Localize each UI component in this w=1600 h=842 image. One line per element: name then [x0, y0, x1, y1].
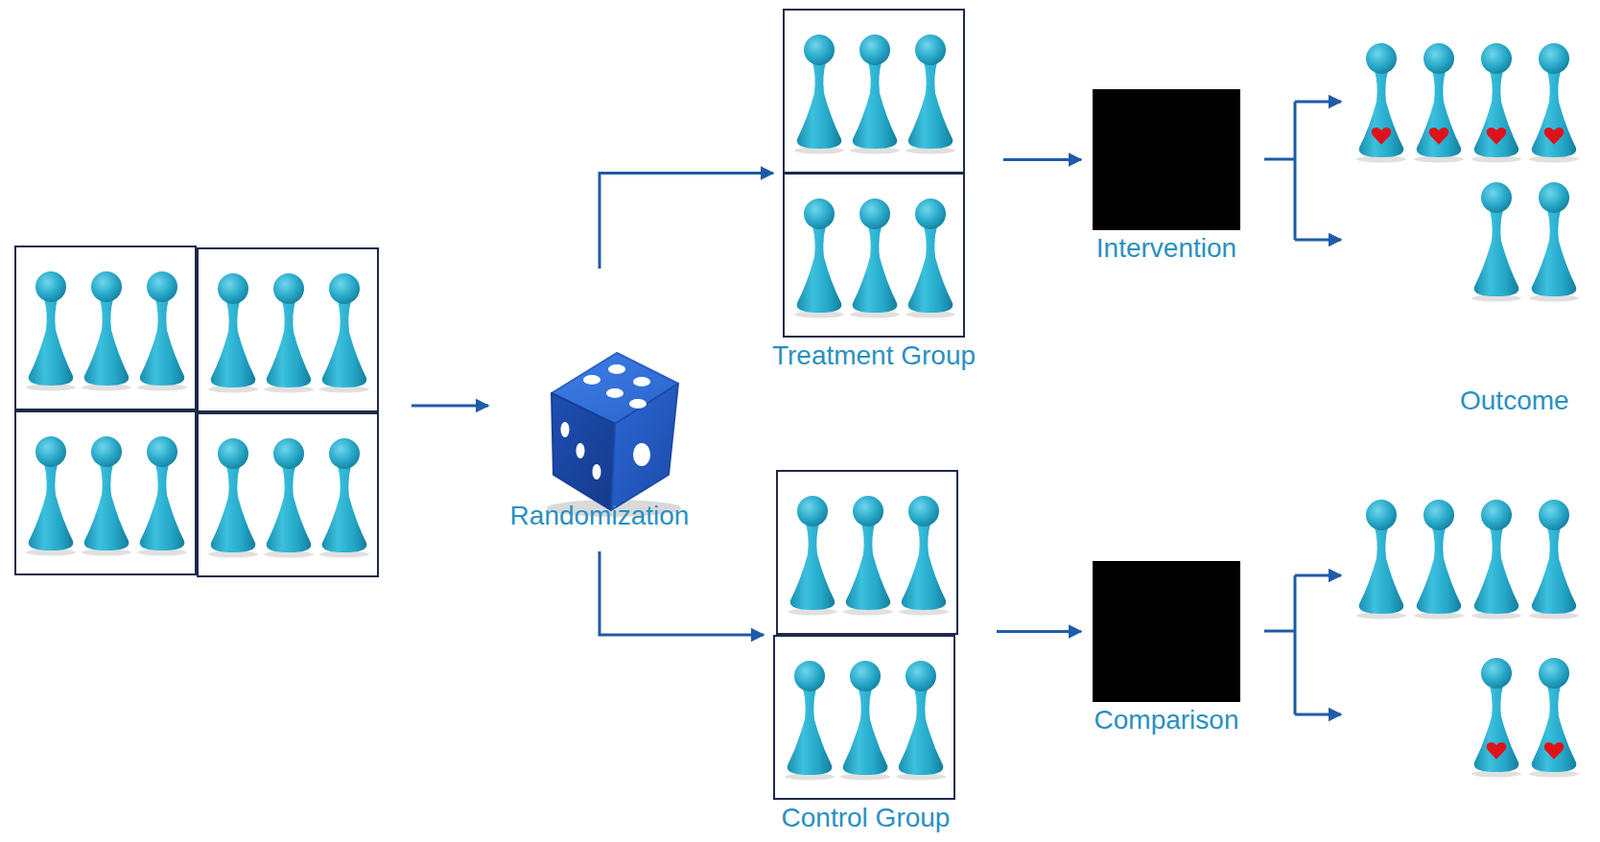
flow-arrow	[599, 551, 764, 636]
flow-arrow	[1003, 158, 1082, 162]
group-label: Control Group	[781, 802, 951, 834]
group-label: Intervention	[1096, 233, 1237, 264]
treatment-group: Treatment Group	[782, 8, 965, 338]
group-label: Randomization	[510, 500, 690, 532]
control-group: Control Group	[773, 470, 959, 800]
flow-arrow	[996, 630, 1082, 634]
outcome-label: Outcome	[1459, 385, 1570, 417]
group-label: Treatment Group	[772, 340, 976, 372]
group-label: Comparison	[1094, 705, 1240, 736]
flow-arrow	[599, 173, 774, 270]
intervention-box: Intervention	[1092, 89, 1241, 231]
randomization-dice: Randomization	[503, 278, 696, 538]
comparison-box: Comparison	[1092, 561, 1241, 703]
